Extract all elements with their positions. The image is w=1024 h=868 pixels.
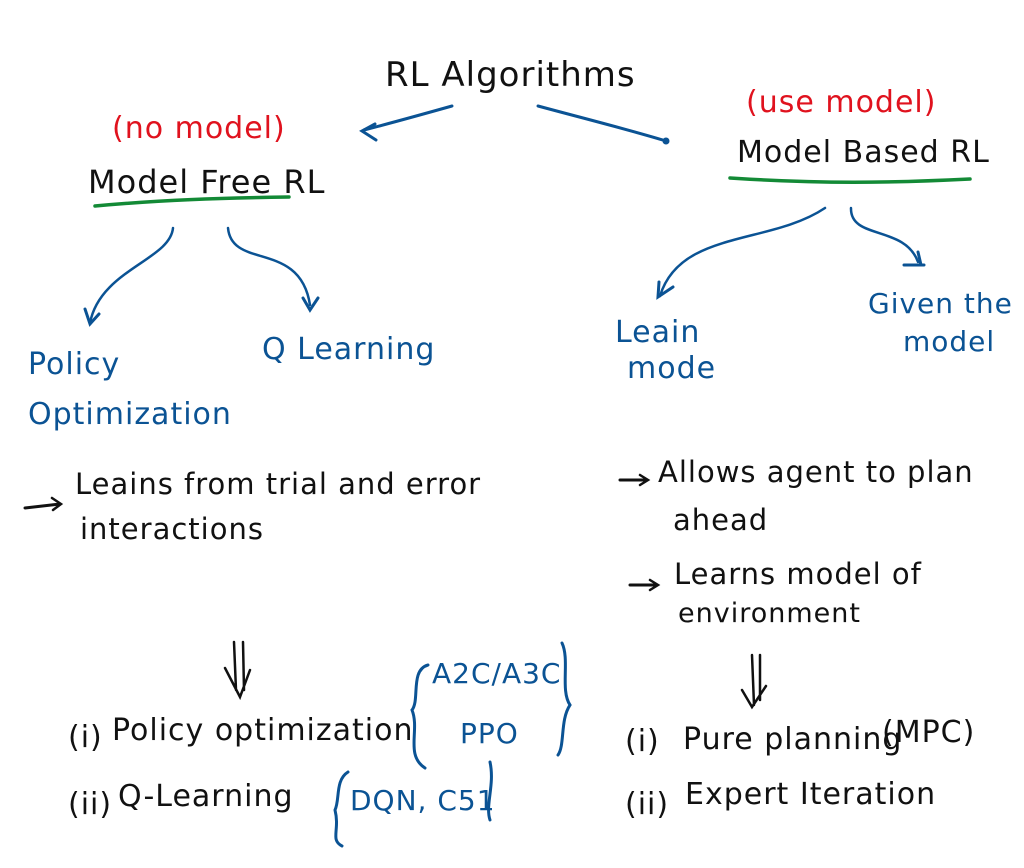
model-free-example-2-index: (ii) xyxy=(68,787,113,822)
bullet-arrowhead-model-free xyxy=(50,496,64,512)
arrowhead-given-model xyxy=(902,250,926,267)
implies-arrow-model-free xyxy=(223,640,252,701)
arrowhead-q-learning xyxy=(301,296,320,313)
model-based-heading: Model Based RL xyxy=(737,135,990,170)
model-based-example-1-index: (i) xyxy=(625,724,660,759)
bullet-arrowhead-plan xyxy=(638,473,651,487)
model-free-example-1-algos-line2: PPO xyxy=(460,717,519,750)
arrow-to-policy xyxy=(88,226,175,325)
model-free-note-line1: Leains from trial and error xyxy=(75,467,482,501)
implies-arrow-model-based xyxy=(740,653,768,710)
arrowhead-model-based xyxy=(662,137,670,145)
bullet-arrow-model-free xyxy=(23,502,62,510)
branch-q-learning-label: Q Learning xyxy=(262,332,436,367)
model-based-note-1-line1: Allows agent to plan xyxy=(658,455,974,489)
model-based-note-1-line2: ahead xyxy=(673,503,769,537)
branch-policy-label: Policy xyxy=(28,347,121,382)
brace-a2c-open xyxy=(410,663,430,770)
model-free-annotation: (no model) xyxy=(112,111,286,146)
arrow-to-q-learning xyxy=(226,226,312,307)
model-based-example-1-name: Pure planning xyxy=(683,722,903,757)
arrow-to-learn-model xyxy=(658,206,827,298)
model-free-example-1-index: (i) xyxy=(68,720,103,755)
diagram-title: RL Algorithms xyxy=(385,55,636,95)
arrowhead-learn-model xyxy=(656,280,675,300)
bullet-arrowhead-env xyxy=(648,578,661,592)
brace-dqn-open xyxy=(333,770,350,848)
arrow-to-model-based xyxy=(536,104,668,143)
model-free-example-2-algos: DQN, C51 xyxy=(350,784,496,817)
model-free-example-1-algos-line1: A2C/A3C xyxy=(432,657,562,690)
model-based-note-2-line1: Learns model of xyxy=(674,557,922,591)
model-based-example-2-index: (ii) xyxy=(625,787,670,822)
model-free-example-2-name: Q-Learning xyxy=(118,779,294,814)
branch-given-model-line1: Given the xyxy=(868,287,1013,320)
underline-model-based xyxy=(728,176,972,184)
arrowhead-model-free xyxy=(359,122,378,142)
branch-given-model-line2: model xyxy=(903,325,996,358)
model-based-example-1-extra: (MPC) xyxy=(882,715,976,750)
model-based-annotation: (use model) xyxy=(746,85,937,120)
model-free-heading: Model Free RL xyxy=(88,163,326,201)
model-free-note-line2: interactions xyxy=(80,512,264,546)
branch-optimization-label: Optimization xyxy=(28,397,232,432)
brace-dqn-close xyxy=(487,760,493,822)
model-based-note-2-line2: environment xyxy=(678,598,861,629)
arrow-to-model-free xyxy=(362,104,454,132)
underline-model-free xyxy=(93,195,291,208)
model-free-example-1-name: Policy optimization xyxy=(112,713,414,748)
arrow-to-given-model xyxy=(849,206,920,264)
arrowhead-policy xyxy=(83,307,101,327)
branch-learn-model-line2: mode xyxy=(627,351,717,386)
brace-a2c-close xyxy=(556,641,572,757)
branch-learn-model-line1: Leain xyxy=(615,315,701,350)
model-based-example-2-name: Expert Iteration xyxy=(685,777,937,812)
